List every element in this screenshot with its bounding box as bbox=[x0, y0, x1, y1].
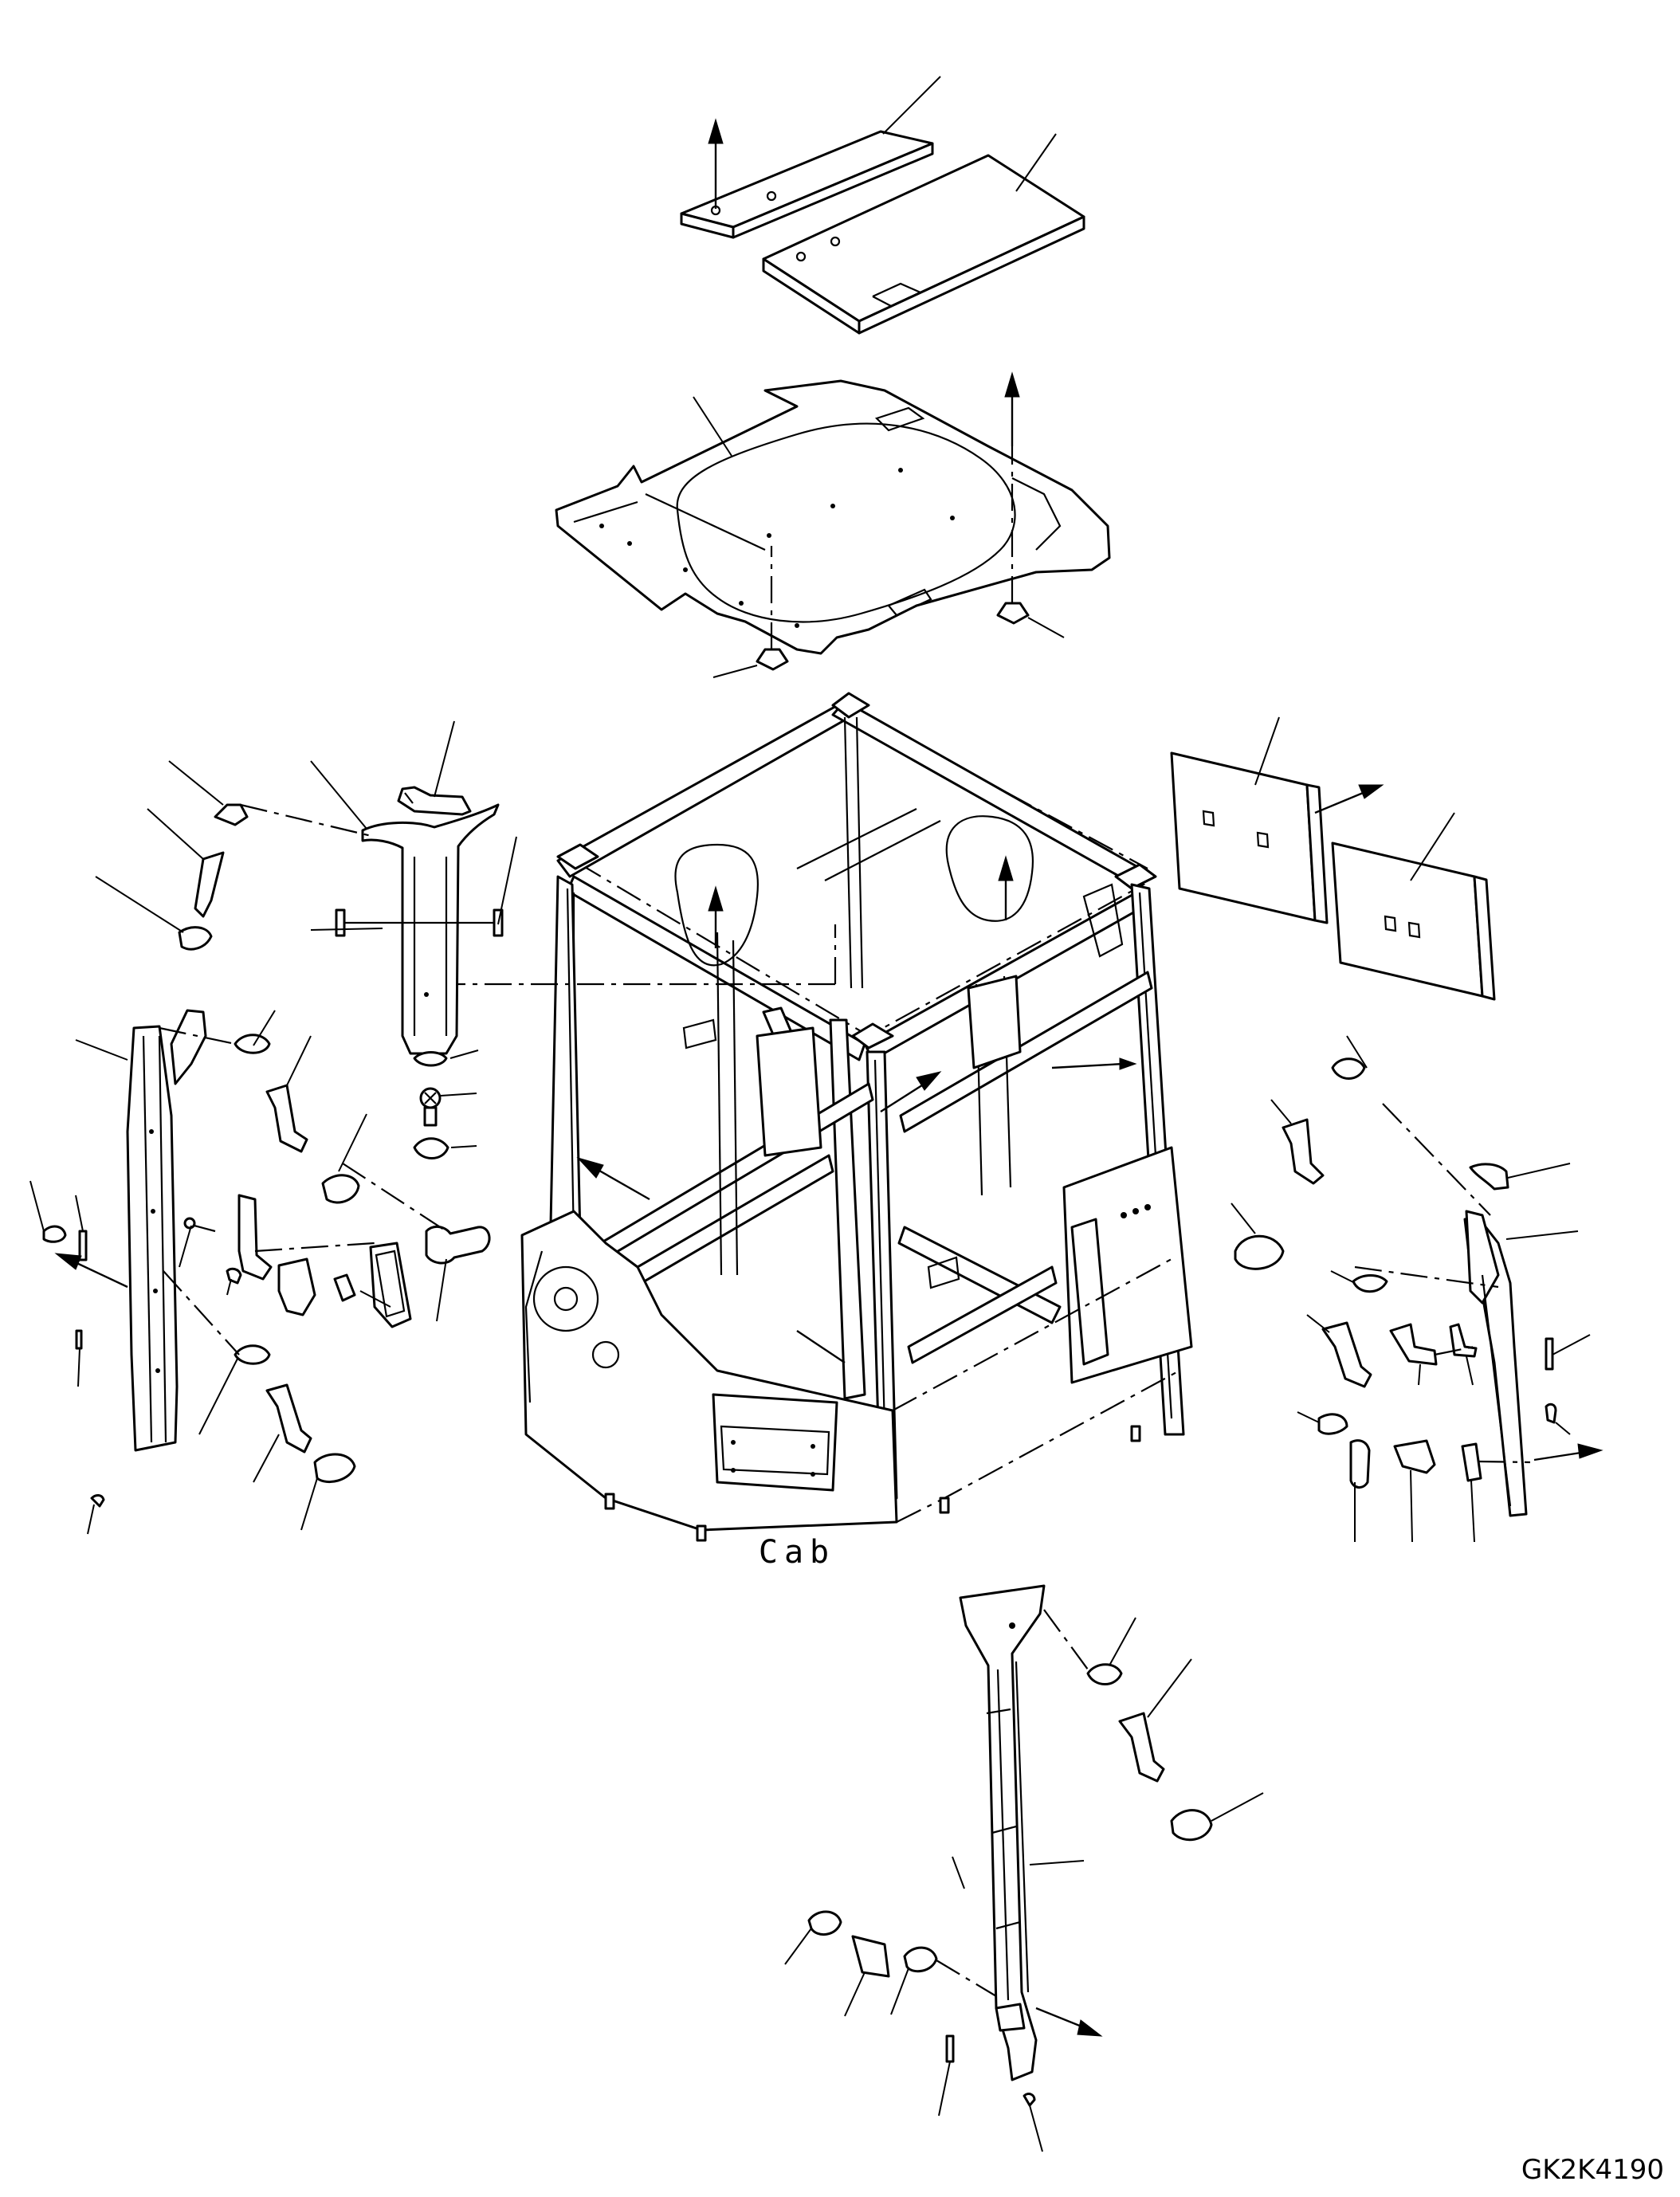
right-pillar-arrow bbox=[1533, 1443, 1603, 1461]
leader-line bbox=[693, 396, 732, 457]
leader-line bbox=[1505, 1230, 1579, 1240]
leader-line bbox=[436, 1258, 447, 1322]
leader-line bbox=[450, 1145, 477, 1148]
leader-line bbox=[890, 1967, 909, 2015]
leader-line bbox=[449, 1049, 479, 1059]
rear-pillar-hardware bbox=[807, 1609, 1213, 1997]
leader-line bbox=[75, 1195, 84, 1232]
leader-line bbox=[440, 1093, 477, 1097]
leader-line bbox=[168, 760, 224, 806]
leader-line bbox=[434, 720, 455, 798]
leader-line bbox=[1507, 1163, 1571, 1179]
upper-trim-post bbox=[361, 803, 500, 1055]
leader-line bbox=[938, 2061, 951, 2117]
leader-line bbox=[1306, 1314, 1330, 1333]
right-pillar-trim bbox=[1463, 1210, 1557, 1517]
drawing-id: GK2K4190 bbox=[1521, 2154, 1664, 2186]
leader-line bbox=[784, 1928, 812, 1965]
hidden-line bbox=[163, 1270, 240, 1355]
leader-line bbox=[226, 1278, 232, 1296]
left-pillar-trim bbox=[126, 1009, 207, 1452]
leader-line bbox=[1109, 1617, 1136, 1666]
liner-clip-right bbox=[996, 371, 1030, 625]
leader-line bbox=[147, 808, 204, 860]
leader-line bbox=[1029, 2105, 1043, 2152]
latch-bracket-group bbox=[183, 1163, 491, 1328]
leader-line bbox=[77, 1348, 80, 1387]
leader-line bbox=[1297, 1411, 1320, 1423]
leader-line bbox=[1254, 716, 1280, 786]
cab-caption: Cab bbox=[758, 1534, 836, 1571]
roof-pad-arrow bbox=[708, 118, 724, 209]
leader-line bbox=[1552, 1334, 1591, 1355]
leader-line bbox=[359, 1290, 391, 1308]
hidden-line bbox=[159, 1026, 236, 1046]
leader-line bbox=[253, 1010, 276, 1046]
leader-line bbox=[1410, 1469, 1413, 1543]
leader-line bbox=[253, 1434, 280, 1483]
leader-line bbox=[1211, 1792, 1264, 1822]
leader-line bbox=[1346, 1035, 1368, 1069]
side-panel-arrow bbox=[1314, 784, 1384, 814]
leader-line bbox=[1555, 1422, 1571, 1435]
left-pillar-hardware bbox=[42, 1034, 360, 1508]
leader-line bbox=[87, 1504, 95, 1535]
side-panel-lower bbox=[1331, 842, 1496, 1001]
upper-hardware bbox=[178, 803, 504, 1159]
leader-line bbox=[1466, 1355, 1474, 1386]
leader-line bbox=[1270, 1099, 1292, 1124]
roof-liner-panel bbox=[555, 379, 1111, 655]
left-pillar-arrow bbox=[54, 1253, 128, 1289]
roof-pad-right bbox=[762, 154, 1085, 335]
cab-frame bbox=[520, 692, 1193, 1542]
leader-line bbox=[1418, 1363, 1421, 1386]
liner-clip-left bbox=[756, 546, 789, 671]
upper-trim-bracket bbox=[397, 786, 472, 816]
leader-line bbox=[882, 76, 941, 135]
leader-line bbox=[95, 876, 184, 933]
right-pillar-hardware bbox=[1234, 1057, 1531, 1489]
leader-line bbox=[310, 760, 367, 830]
leader-line bbox=[1027, 617, 1065, 638]
leader-line bbox=[286, 1035, 312, 1086]
leader-line bbox=[338, 1113, 367, 1172]
leader-line bbox=[29, 1180, 45, 1232]
leader-line bbox=[952, 1856, 965, 1889]
leader-line bbox=[75, 1039, 128, 1061]
leader-line bbox=[844, 1971, 866, 2017]
roof-pad-left bbox=[680, 130, 934, 239]
leader-line bbox=[198, 1358, 238, 1435]
leader-line bbox=[1029, 1860, 1085, 1865]
leader-line bbox=[1330, 1270, 1356, 1284]
leader-line bbox=[1410, 812, 1455, 881]
rear-pillar-arrow bbox=[1035, 2007, 1103, 2037]
leader-line bbox=[1147, 1658, 1192, 1718]
side-panel-upper bbox=[1170, 751, 1329, 924]
leader-line bbox=[1231, 1202, 1256, 1234]
leader-line bbox=[712, 665, 758, 678]
rear-pillar-trim bbox=[945, 1584, 1046, 2107]
leader-line bbox=[497, 836, 517, 925]
cab-arrows bbox=[438, 855, 1137, 1363]
hidden-line bbox=[240, 803, 375, 838]
leader-line bbox=[179, 1225, 192, 1268]
leader-line bbox=[1015, 133, 1057, 192]
leader-line bbox=[1470, 1480, 1475, 1543]
leader-line bbox=[310, 928, 383, 931]
leader-line bbox=[300, 1477, 318, 1531]
